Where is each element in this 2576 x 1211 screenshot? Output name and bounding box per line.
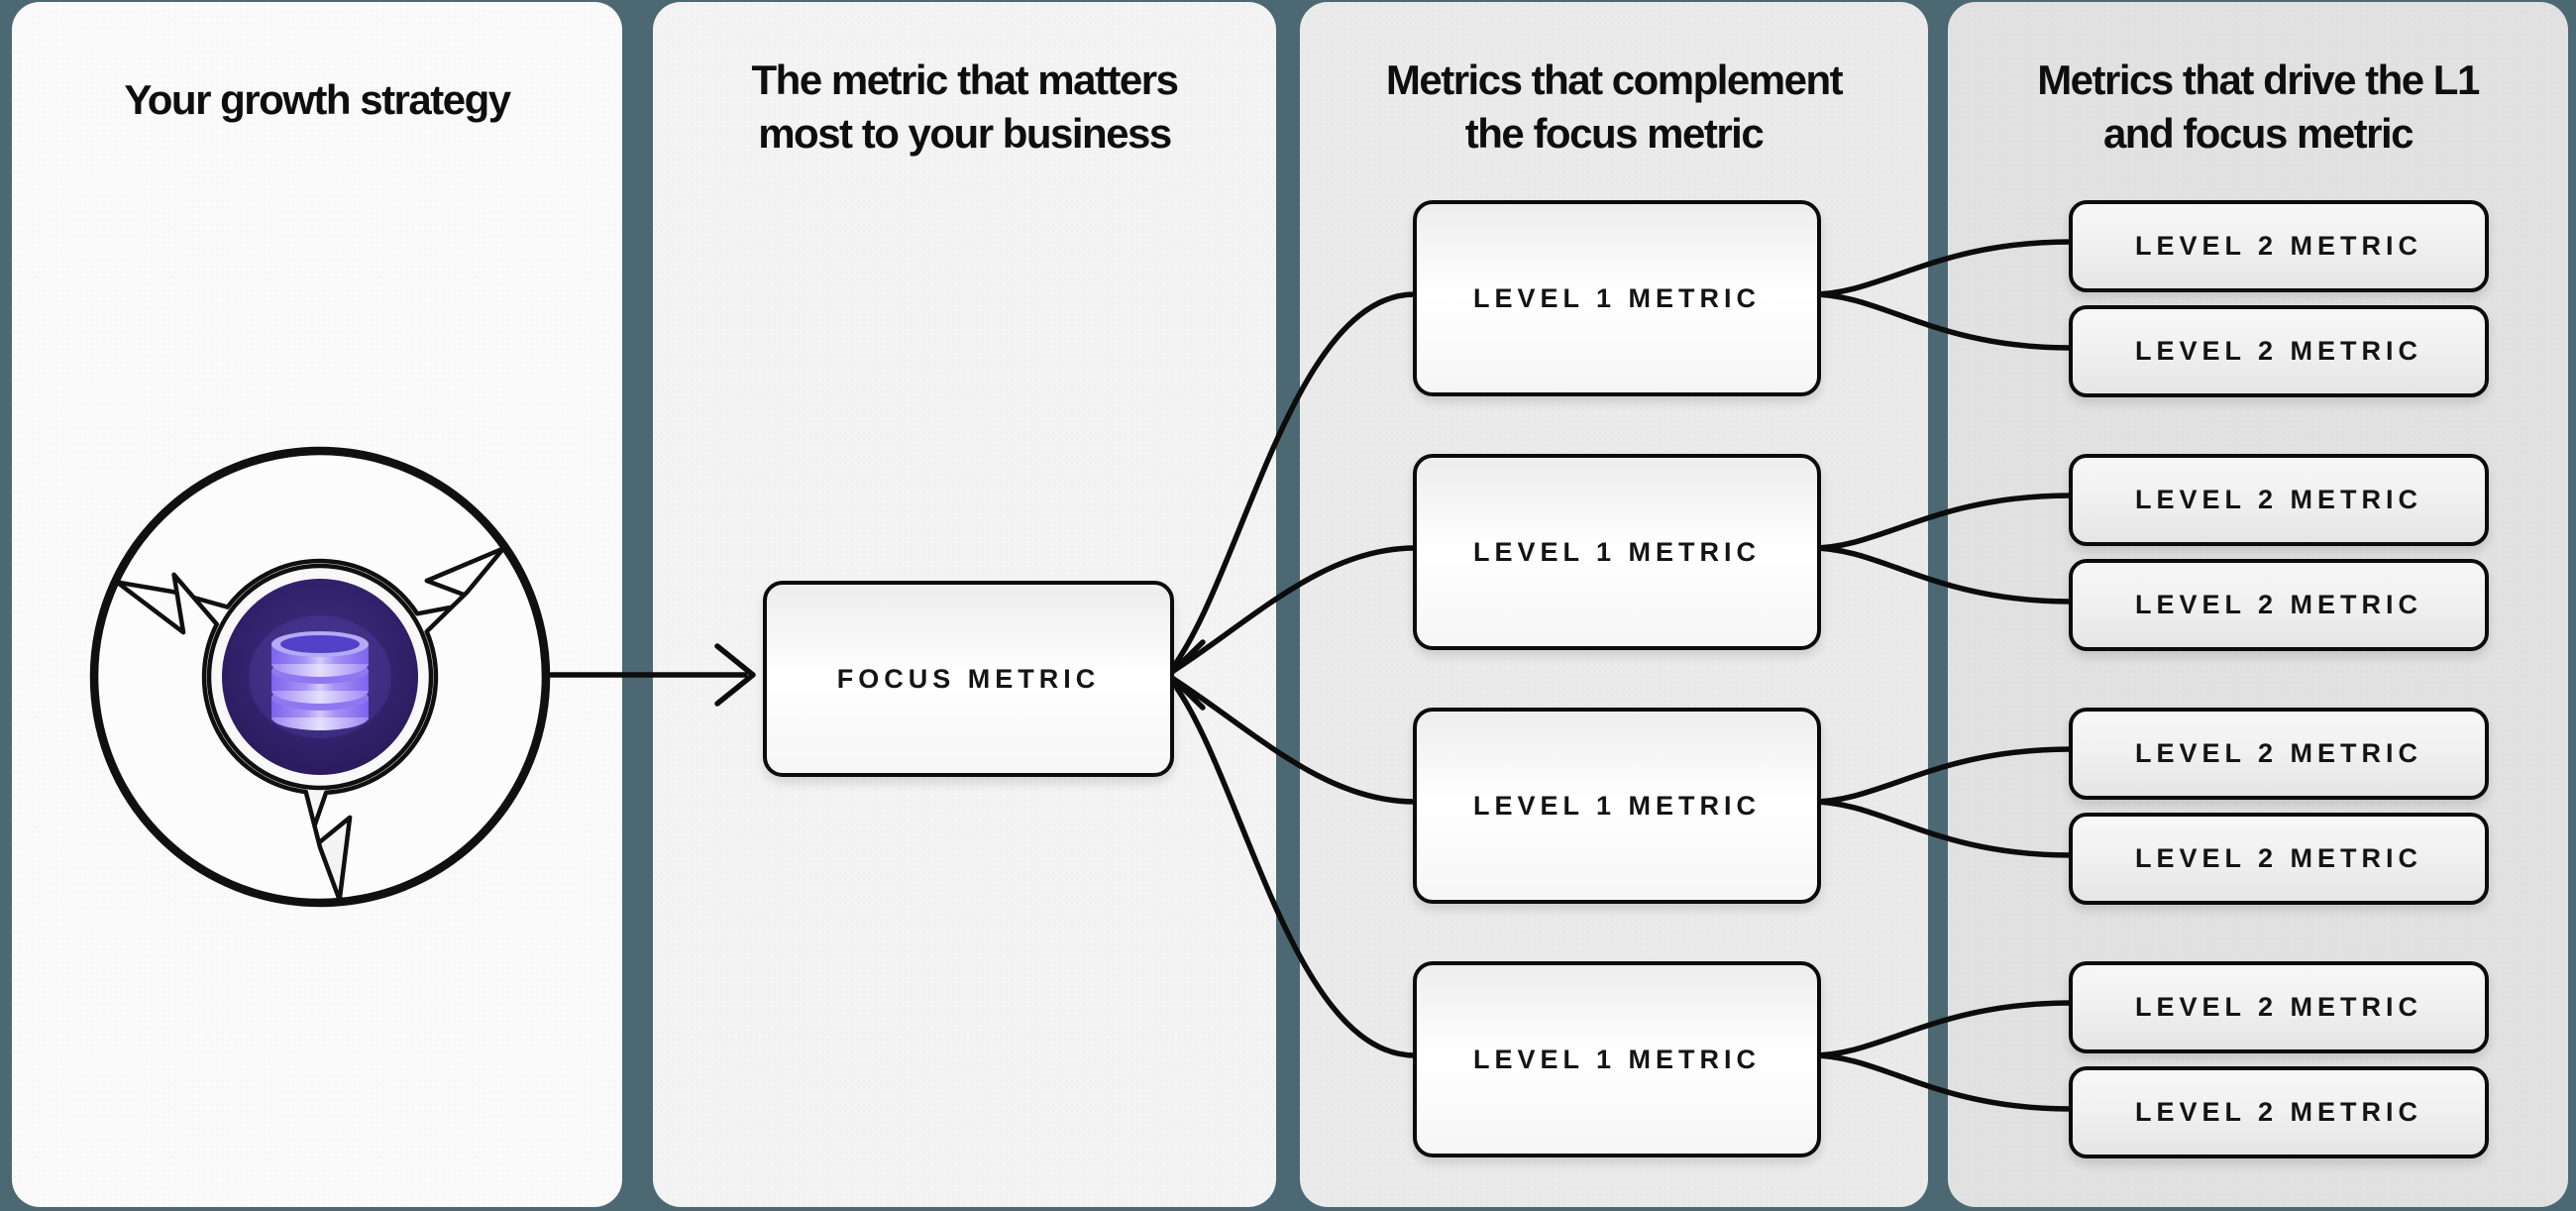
level2-metric-box-5: LEVEL 2 METRIC (2069, 708, 2489, 800)
level2-metric-label: LEVEL 2 METRIC (2134, 1097, 2423, 1127)
level2-metric-box-8: LEVEL 2 METRIC (2069, 1066, 2489, 1158)
level2-metric-label: LEVEL 2 METRIC (2134, 336, 2423, 366)
focus-metric-box: FOCUS METRIC (763, 581, 1174, 777)
level1-metric-label: LEVEL 1 METRIC (1472, 536, 1762, 567)
level1-metric-box-4: LEVEL 1 METRIC (1413, 961, 1821, 1157)
header-line: Metrics that complement (1385, 56, 1844, 103)
header-line: and focus metric (2102, 110, 2415, 157)
level2-metric-box-3: LEVEL 2 METRIC (2069, 454, 2489, 546)
level2-metric-label: LEVEL 2 METRIC (2134, 590, 2423, 619)
level2-metric-label: LEVEL 2 METRIC (2134, 738, 2423, 768)
level2-metric-box-2: LEVEL 2 METRIC (2069, 305, 2489, 397)
level1-metric-box-1: LEVEL 1 METRIC (1413, 200, 1821, 396)
level1-metric-label: LEVEL 1 METRIC (1472, 1044, 1762, 1074)
header-line: The metric that matters (751, 56, 1179, 103)
level1-metric-label: LEVEL 1 METRIC (1472, 790, 1762, 821)
database-icon (271, 631, 369, 730)
level2-metric-box-7: LEVEL 2 METRIC (2069, 961, 2489, 1053)
level2-metric-box-4: LEVEL 2 METRIC (2069, 559, 2489, 651)
level2-metric-box-6: LEVEL 2 METRIC (2069, 813, 2489, 905)
panel-header-focus-metric: The metric that matters most to your bus… (653, 54, 1276, 161)
level2-metric-label: LEVEL 2 METRIC (2134, 843, 2423, 873)
header-line: Metrics that drive the L1 (2037, 56, 2480, 103)
level2-metric-label: LEVEL 2 METRIC (2134, 992, 2423, 1022)
header-line: Your growth strategy (124, 76, 511, 123)
flywheel-icon (79, 446, 561, 918)
panel-header-growth-strategy: Your growth strategy (12, 73, 622, 127)
level2-metric-box-1: LEVEL 2 METRIC (2069, 200, 2489, 292)
header-line: the focus metric (1464, 110, 1765, 157)
header-line: most to your business (758, 110, 1172, 157)
level1-metric-box-3: LEVEL 1 METRIC (1413, 708, 1821, 904)
level1-metric-label: LEVEL 1 METRIC (1472, 282, 1762, 313)
level1-metric-box-2: LEVEL 1 METRIC (1413, 454, 1821, 650)
panel-header-level1-metrics: Metrics that complement the focus metric (1300, 54, 1928, 161)
level2-metric-label: LEVEL 2 METRIC (2134, 485, 2423, 514)
panel-header-level2-metrics: Metrics that drive the L1 and focus metr… (1948, 54, 2568, 161)
focus-metric-label: FOCUS METRIC (836, 663, 1101, 694)
level2-metric-label: LEVEL 2 METRIC (2134, 231, 2423, 261)
